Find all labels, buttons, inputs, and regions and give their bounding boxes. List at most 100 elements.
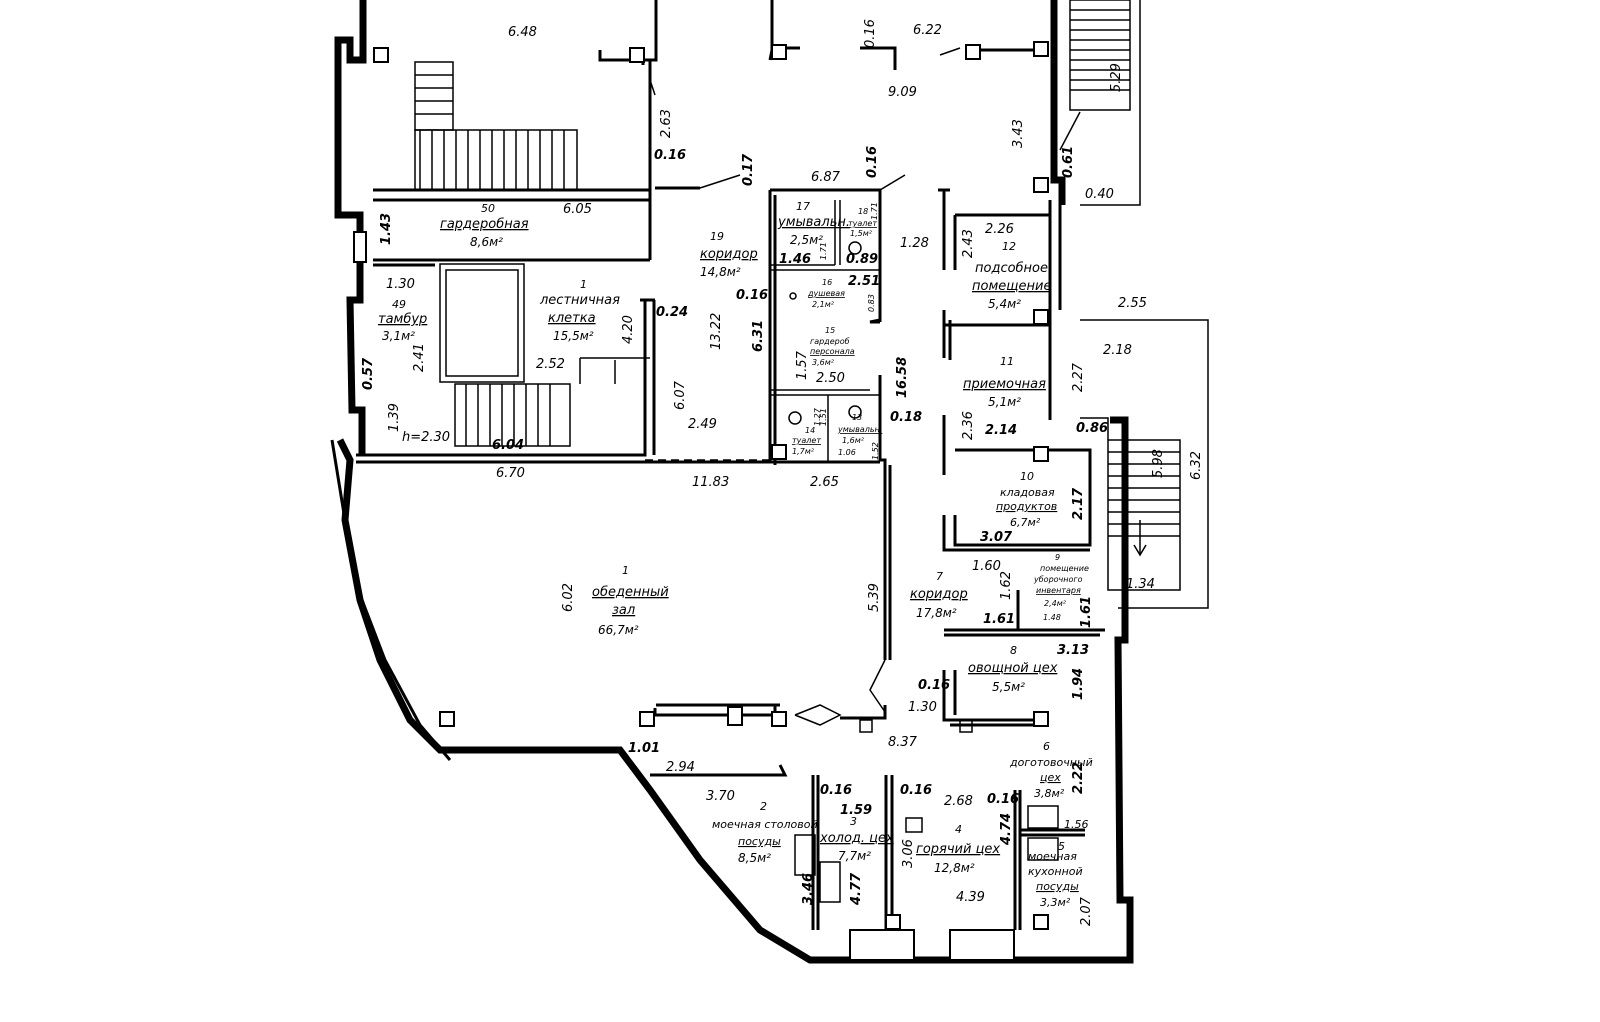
dim-label: 0.18 — [890, 410, 922, 425]
dim-label: 4.77 — [849, 872, 864, 906]
room-5-number: 5 — [1058, 840, 1065, 853]
dim-label: 1.56 — [1064, 818, 1089, 831]
dim-label: 0.83 — [867, 294, 876, 312]
room-14-area: 1,7м² — [792, 447, 815, 456]
dim-label: 6.48 — [508, 25, 537, 40]
dim-label: 5.29 — [1109, 63, 1124, 92]
dim-label: 2.63 — [659, 109, 674, 138]
room-6-name-2: цех — [1040, 771, 1061, 784]
dim-label: 6.87 — [811, 170, 841, 185]
dim-label: 4.39 — [956, 890, 985, 905]
room-19-area: 14,8м² — [700, 265, 741, 279]
room-2-name-2: посуды — [738, 835, 781, 848]
dim-label: 2.51 — [848, 274, 880, 289]
dim-label: 4.20 — [621, 315, 636, 344]
dim-label: 1.52 — [871, 442, 880, 460]
room-9-number: 9 — [1055, 553, 1060, 562]
dim-label: 0.16 — [654, 148, 686, 163]
room-13-number: 13 — [852, 413, 862, 422]
room-19-name: коридор — [700, 247, 758, 262]
dim-label: 2.49 — [688, 417, 717, 432]
room-19-number: 19 — [710, 230, 724, 243]
room-17-name: умывальн. — [777, 215, 850, 230]
dim-label: 0.89 — [846, 252, 878, 267]
room-5-area: 3,3м² — [1040, 896, 1071, 909]
dim-label: 3.13 — [1057, 643, 1089, 658]
dim-label: 8.37 — [888, 735, 918, 750]
dim-label: 1.71 — [870, 202, 879, 220]
dim-label: 2.50 — [816, 371, 845, 386]
room-7-area: 17,8м² — [916, 606, 957, 620]
room-15-area: 3,6м² — [812, 358, 835, 367]
room-49-area: 3,1м² — [382, 329, 415, 343]
room-18-area: 1,5м² — [850, 229, 873, 238]
dim-label: 2.43 — [961, 229, 976, 258]
dim-label: 2.65 — [810, 475, 839, 490]
dim-label: 0.16 — [863, 19, 878, 48]
dim-label: 6.32 — [1189, 451, 1204, 480]
dim-label: 0.17 — [741, 153, 756, 186]
dim-label: 0.16 — [987, 792, 1019, 807]
staircase-right — [1107, 439, 1181, 591]
dim-label: 1.39 — [387, 403, 402, 432]
dim-label: 1.28 — [900, 236, 929, 251]
dim-label: 1.62 — [999, 571, 1014, 600]
dim-label: 2.18 — [1103, 343, 1132, 358]
room-8-area: 5,5м² — [992, 680, 1025, 694]
room-12-number: 12 — [1002, 240, 1016, 253]
room-49-name: тамбур — [378, 312, 427, 327]
dim-label: 0.57 — [361, 357, 376, 390]
dim-label: 2.41 — [412, 343, 427, 372]
staircase-top-right — [1069, 0, 1131, 111]
dim-label: 1.57 — [795, 350, 810, 380]
room-1-number: 1 — [580, 278, 587, 291]
room-1-hall-name-2: зал — [612, 603, 635, 618]
room-10-name-2: продуктов — [996, 500, 1057, 513]
dim-label: 2.14 — [985, 423, 1017, 438]
dim-label: 0.16 — [736, 288, 768, 303]
room-3-area: 7,7м² — [838, 849, 871, 863]
room-4-area: 12,8м² — [934, 861, 975, 875]
dim-label: 1.30 — [386, 277, 415, 292]
room-6-name: доготовочный — [1009, 756, 1093, 769]
dim-label: 6.04 — [492, 438, 524, 453]
room-10-number: 10 — [1020, 470, 1034, 483]
room-15-name: гардероб — [810, 337, 850, 346]
room-50-number: 50 — [481, 202, 495, 215]
dim-label: 5.39 — [867, 583, 882, 612]
room-7-number: 7 — [936, 570, 943, 583]
dim-label: 1.43 — [379, 213, 394, 245]
room-15-name-2: персонала — [810, 347, 855, 356]
dim-label: 1.59 — [840, 803, 872, 818]
room-6-number: 6 — [1043, 740, 1050, 753]
dim-label: 1.94 — [1071, 668, 1086, 700]
dim-label: 1.61 — [1079, 596, 1094, 628]
dim-label: 0.16 — [820, 783, 852, 798]
dim-label: 6.22 — [913, 23, 942, 38]
dim-label: 6.31 — [751, 320, 766, 352]
dim-label: 9.09 — [888, 85, 917, 100]
dim-label: 2.07 — [1079, 896, 1094, 926]
room-18-number: 18 — [858, 207, 868, 216]
room-10-name: кладовая — [1000, 486, 1055, 499]
dim-label: 13.22 — [709, 313, 724, 350]
dim-label: 0.86 — [1076, 421, 1108, 436]
room-6-area: 3,8м² — [1034, 787, 1065, 800]
exterior-walls — [330, 0, 1209, 964]
room-12-name: подсобное — [975, 261, 1048, 276]
room-5-name-3: посуды — [1036, 880, 1079, 893]
dim-label: 1.01 — [628, 741, 660, 756]
dim-label: 2.27 — [1071, 362, 1086, 392]
dim-label: 1.61 — [983, 612, 1015, 627]
room-5-name: моечная — [1028, 850, 1077, 863]
dim-label: 11.83 — [692, 475, 729, 490]
dim-label: 3.70 — [706, 789, 735, 804]
room-3-name: холод. цех — [819, 831, 894, 846]
dim-label: 1.48 — [1043, 613, 1061, 622]
dim-label: 1.27 — [813, 407, 822, 426]
room-14-name: туалет — [792, 436, 821, 445]
dim-label: 3.06 — [901, 839, 916, 868]
room-1-name-2: клетка — [548, 311, 596, 326]
